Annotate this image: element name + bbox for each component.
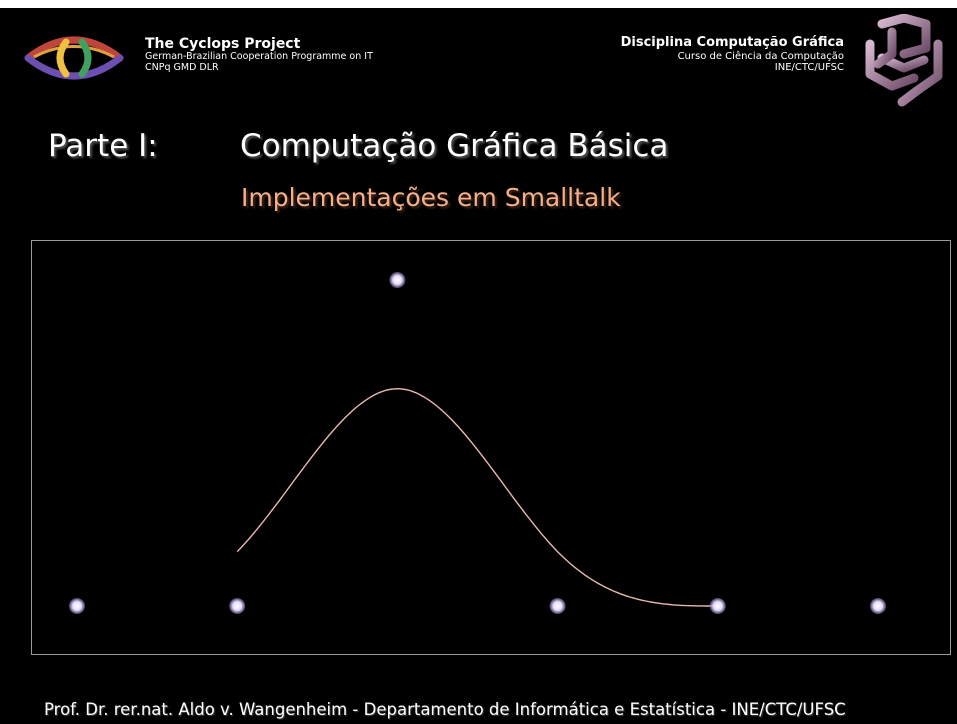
project-title: The Cyclops Project: [145, 36, 301, 52]
course-institution: INE/CTC/UFSC: [774, 62, 844, 74]
cube-knot-logo: [865, 14, 943, 107]
course-header: Disciplina Computação Gráfica Curso de C…: [620, 35, 844, 74]
part-label: Parte I:: [48, 128, 158, 164]
cyclops-eye-logo: [24, 36, 124, 80]
top-strip: [0, 0, 957, 8]
footer-author: Prof. Dr. rer.nat. Aldo v. Wangenheim - …: [44, 700, 846, 719]
slide-subtitle: Implementações em Smalltalk: [241, 183, 621, 212]
figure-frame: [31, 240, 951, 655]
course-title: Disciplina Computação Gráfica: [620, 35, 844, 50]
part-title: Computação Gráfica Básica: [240, 128, 669, 164]
course-name: Curso de Ciência da Computação: [677, 50, 844, 62]
project-subtitle: German-Brazilian Cooperation Programme o…: [145, 51, 373, 63]
project-header: The Cyclops Project German-Brazilian Coo…: [145, 36, 373, 74]
project-partners: CNPq GMD DLR: [145, 62, 219, 74]
